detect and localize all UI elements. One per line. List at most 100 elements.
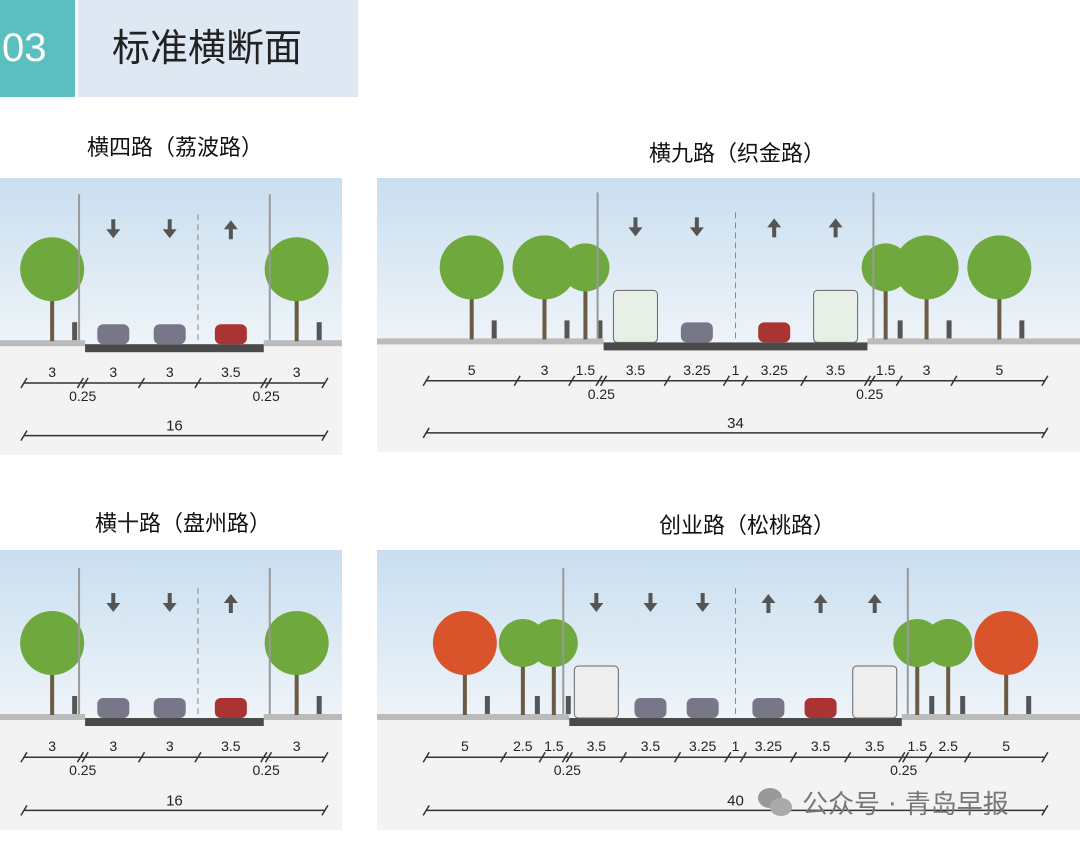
dimension-label: 5 (461, 738, 469, 754)
car (758, 322, 791, 343)
dimension-tick (568, 375, 576, 387)
dimension-label: 5 (1002, 738, 1010, 754)
arrow-up-icon (767, 218, 782, 238)
dimension-label: 0.25 (252, 762, 279, 778)
dimension-label: 3.25 (689, 738, 716, 754)
dimension-tick (673, 751, 682, 763)
car (214, 698, 247, 718)
dimension-label: 2.5 (938, 738, 958, 754)
dimension-label: 3 (541, 362, 549, 378)
sidewalk-left (0, 714, 86, 720)
dimension-tick (1041, 751, 1049, 763)
arrow-up-icon (813, 594, 828, 613)
dimension-label: 2.5 (513, 738, 533, 754)
dimension-tick (422, 805, 430, 816)
dimension-tick (963, 751, 972, 763)
pedestrian (946, 320, 952, 339)
dimension-tick (20, 805, 28, 816)
dimension-tick (422, 751, 430, 763)
dimension-label: 3.5 (587, 738, 607, 754)
dimension-tick (895, 375, 903, 387)
tree-trunk (1004, 663, 1009, 715)
dimension-label: 5 (995, 362, 1003, 378)
tree (529, 619, 578, 667)
dimension-tick (595, 375, 603, 387)
dimension-tick (724, 751, 732, 763)
tree-trunk (551, 663, 556, 715)
car (153, 324, 186, 345)
car (214, 324, 247, 345)
dimension-tick (722, 375, 731, 387)
dimension-label: 3 (166, 364, 174, 380)
dimension-tick (194, 751, 202, 763)
dimension-label: 0.25 (69, 762, 96, 778)
dimension-tick (20, 430, 28, 441)
autumn-tree (974, 611, 1039, 675)
dimension-tick (925, 751, 933, 763)
tree (894, 235, 959, 300)
truck (573, 665, 619, 719)
tree-trunk (946, 663, 951, 715)
dimension-label: 3 (923, 362, 931, 378)
car (752, 698, 785, 718)
pedestrian (1019, 320, 1025, 339)
dimension-label: 0.25 (252, 388, 279, 404)
car (680, 322, 713, 343)
dimension-label: 3.5 (221, 364, 241, 380)
arrow-up-icon (867, 594, 882, 613)
dimension-tick (422, 375, 430, 387)
dimension-tick (321, 805, 329, 816)
arrow-up-icon (761, 594, 776, 613)
dimension-tick (599, 375, 608, 387)
arrow-down-icon (162, 593, 177, 612)
dimension-tick (1041, 805, 1049, 816)
dimension-tick (868, 375, 876, 387)
car (804, 698, 837, 718)
tree (561, 243, 610, 292)
dimension-tick (902, 751, 910, 763)
total-width-label: 16 (166, 792, 183, 809)
section-number: 03 (0, 0, 75, 97)
arrow-down-icon (106, 219, 121, 239)
watermark-text: 公众号 · 青岛早报 (802, 790, 1009, 820)
tree-trunk (469, 287, 474, 340)
total-width-label: 34 (727, 415, 744, 432)
tree-trunk (997, 287, 1002, 340)
bus (813, 289, 859, 343)
dimension-tick (800, 375, 808, 387)
pedestrian (534, 696, 540, 714)
pedestrian (597, 320, 603, 339)
pedestrian (929, 696, 935, 714)
dimension-label: 3.5 (641, 738, 661, 754)
pedestrian (316, 322, 322, 341)
panel-title-2: 横九路（织金路） (648, 142, 826, 167)
dimension-label: 3 (48, 738, 56, 754)
arrow-down-icon (695, 593, 710, 612)
tree-trunk (883, 287, 888, 340)
dimension-label: 1.5 (908, 738, 928, 754)
carriageway (569, 718, 902, 726)
carriageway (85, 344, 264, 353)
total-width-label: 40 (727, 792, 744, 809)
dimension-tick (499, 751, 508, 763)
dimension-tick (137, 751, 146, 763)
sidewalk-right (263, 340, 342, 347)
tree (967, 235, 1032, 300)
sidewalk-left (377, 714, 570, 720)
bus (612, 289, 658, 343)
arrow-up-icon (828, 218, 843, 238)
dimension-label: 3 (109, 364, 117, 380)
tree-trunk (50, 289, 55, 342)
car (153, 698, 186, 718)
dimension-tick (565, 751, 573, 763)
pedestrian (960, 696, 966, 714)
dimension-label: 0.25 (890, 762, 917, 778)
dimension-label: 3 (166, 738, 174, 754)
section-title: 标准横断面 (78, 0, 358, 97)
